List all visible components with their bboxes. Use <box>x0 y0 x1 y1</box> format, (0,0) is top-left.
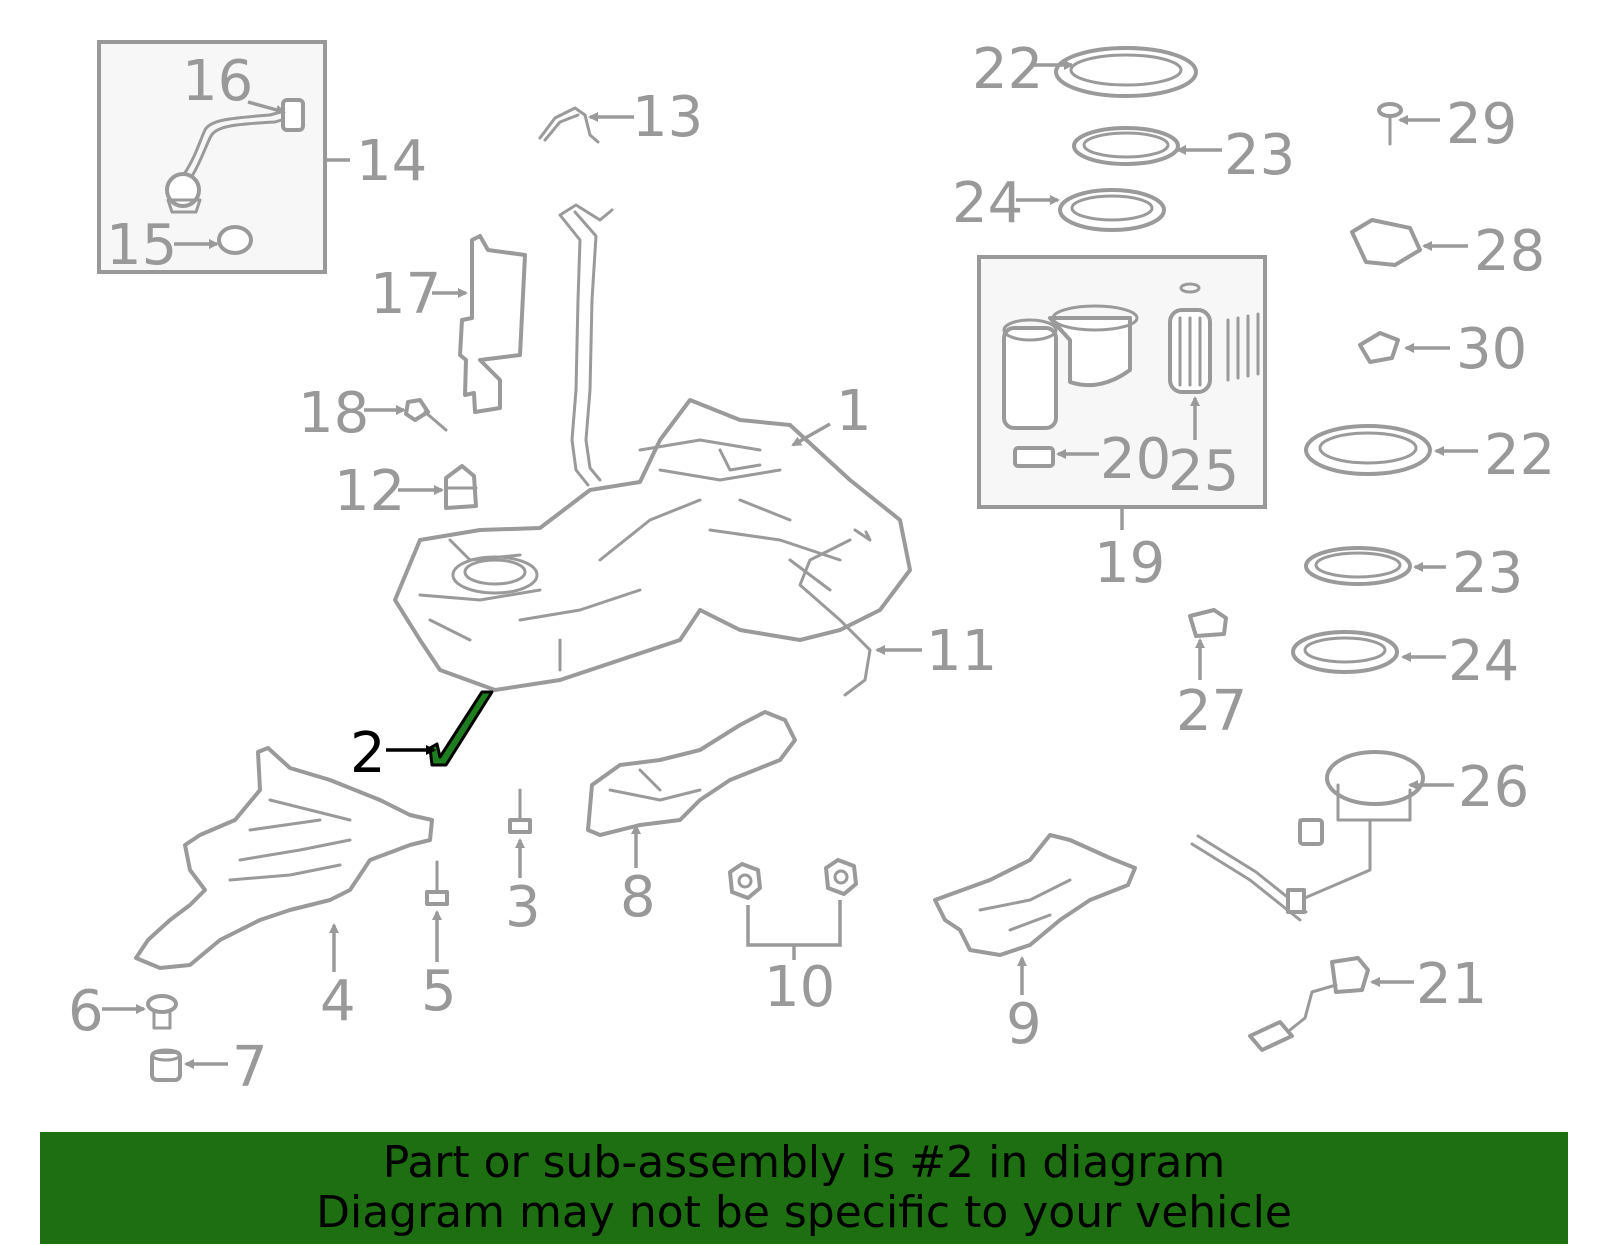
banner-line-1: Part or sub-assembly is #2 in diagram <box>382 1137 1226 1188</box>
callout-23-top: 23 <box>1224 123 1295 188</box>
callout-8: 8 <box>620 865 656 930</box>
callout-22-lower: 22 <box>1484 423 1555 488</box>
callout-27: 27 <box>1176 679 1247 744</box>
info-banner: Part or sub-assembly is #2 in diagram Di… <box>40 1132 1568 1244</box>
callout-13: 13 <box>632 85 703 150</box>
clip-part-30 <box>1358 331 1400 364</box>
clip-part-13 <box>538 106 600 144</box>
callout-7: 7 <box>232 1035 268 1100</box>
callout-24-lower: 24 <box>1448 629 1519 694</box>
fuel-tank-part-1 <box>393 398 912 692</box>
heat-shield-part-17 <box>458 234 527 414</box>
banner-line-2: Diagram may not be specific to your vehi… <box>316 1187 1292 1238</box>
ring-part-24-lower <box>1291 630 1399 674</box>
seal-part-15 <box>217 225 253 255</box>
bolt-part-5 <box>425 860 449 906</box>
callout-29: 29 <box>1446 92 1517 157</box>
callout-1: 1 <box>836 379 872 444</box>
bracket-part-28 <box>1350 218 1422 267</box>
shield-part-4 <box>134 746 434 970</box>
callout-3: 3 <box>505 875 541 940</box>
callout-23-lower: 23 <box>1452 541 1523 606</box>
spacer-part-7 <box>150 1048 182 1082</box>
callout-15: 15 <box>106 213 177 278</box>
pump-part-19 <box>1002 304 1139 430</box>
callout-5: 5 <box>421 959 457 1024</box>
seal-part-23-lower <box>1304 546 1412 586</box>
callout-30: 30 <box>1456 317 1527 382</box>
bumper-part-12 <box>444 464 478 510</box>
callout-28: 28 <box>1474 219 1545 284</box>
shield-part-8 <box>586 710 797 837</box>
callout-24-top: 24 <box>952 171 1023 236</box>
callout-18: 18 <box>298 381 369 446</box>
fuel-line-part-16 <box>165 98 305 214</box>
filter-part-25 <box>1168 282 1260 394</box>
callout-22-top: 22 <box>972 37 1043 102</box>
callout-25: 25 <box>1168 439 1239 504</box>
clip-part-27 <box>1188 608 1228 638</box>
callout-14: 14 <box>356 129 427 194</box>
shield-part-9 <box>933 833 1137 957</box>
sub-assembly-box-14 <box>97 40 327 274</box>
callout-19: 19 <box>1094 531 1165 596</box>
seal-part-23-top <box>1072 126 1180 166</box>
ring-part-24-top <box>1058 188 1166 232</box>
bolt-part-6 <box>146 994 178 1030</box>
callout-12: 12 <box>334 459 405 524</box>
lock-ring-part-22-lower <box>1304 424 1432 476</box>
callout-26: 26 <box>1458 755 1529 820</box>
callout-17: 17 <box>370 262 441 327</box>
callout-2-highlighted: 2 <box>350 721 386 786</box>
connector-part-20 <box>1013 446 1055 468</box>
bolt-part-18 <box>404 398 448 432</box>
callout-6: 6 <box>68 979 104 1044</box>
callout-10: 10 <box>764 955 835 1020</box>
bracket-line-10 <box>746 900 842 947</box>
strap-part-2-highlighted <box>428 690 494 767</box>
callout-11: 11 <box>926 619 997 684</box>
callout-21: 21 <box>1416 952 1487 1017</box>
lock-ring-part-22-top <box>1054 46 1198 98</box>
callout-20: 20 <box>1100 427 1171 492</box>
screw-part-29 <box>1377 102 1403 146</box>
nut-part-10-left <box>728 862 762 900</box>
nut-part-10-right <box>824 858 858 896</box>
bolt-part-3 <box>508 788 532 834</box>
leader-lines <box>102 60 1478 1069</box>
callout-4: 4 <box>320 969 356 1034</box>
sender-part-26 <box>1190 750 1425 922</box>
sensor-part-21 <box>1248 956 1370 1052</box>
vent-line-part-11 <box>798 528 872 697</box>
callout-16: 16 <box>182 49 253 114</box>
callout-9: 9 <box>1006 992 1042 1057</box>
filler-pipe <box>558 203 614 487</box>
